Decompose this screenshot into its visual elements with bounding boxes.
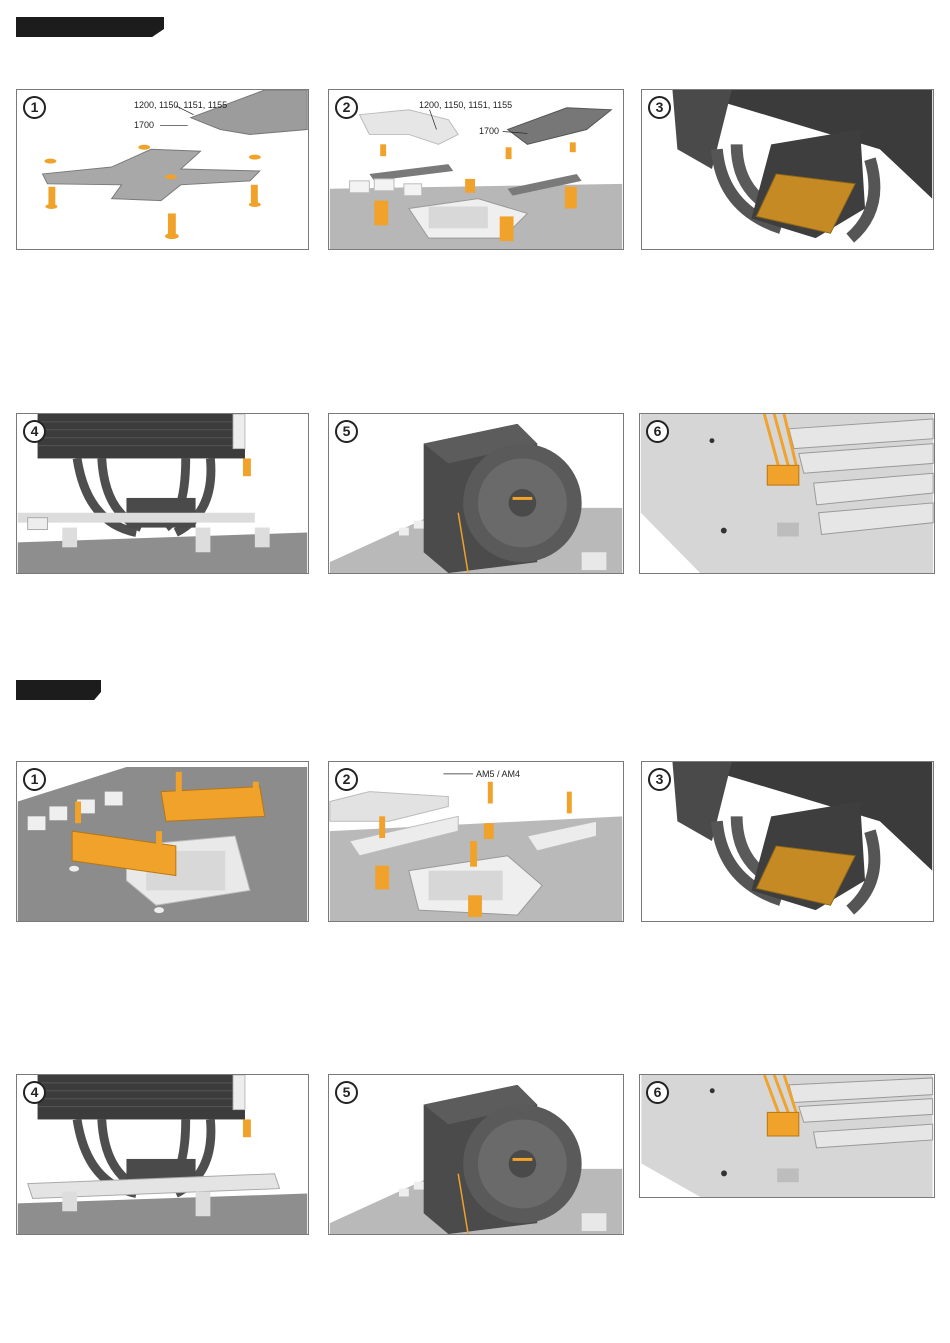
- intel-section-tab: [16, 17, 164, 37]
- intel-step-6-illustration: [640, 414, 934, 573]
- amd-step-1-badge: 1: [23, 768, 46, 791]
- intel-step-2-label-1700: 1700: [479, 126, 499, 136]
- intel-step-2-badge: 2: [335, 96, 358, 119]
- intel-step-2-label-socket: 1200, 1150, 1151, 1155: [419, 100, 512, 110]
- intel-step-5-panel: 5: [328, 413, 624, 574]
- intel-step-5-illustration: [329, 414, 623, 573]
- intel-step-6-panel: 6: [639, 413, 935, 574]
- amd-step-1-panel: 1: [16, 761, 309, 922]
- amd-step-6-illustration: [640, 1075, 934, 1197]
- amd-step-2-badge: 2: [335, 768, 358, 791]
- intel-step-6-badge: 6: [646, 420, 669, 443]
- amd-step-2-illustration: [329, 762, 623, 921]
- intel-step-1-label-1700: 1700: [134, 120, 154, 130]
- intel-step-1-illustration: [17, 90, 308, 249]
- amd-section-tab: [16, 680, 101, 700]
- amd-step-5-badge: 5: [335, 1081, 358, 1104]
- intel-step-4-badge: 4: [23, 420, 46, 443]
- amd-step-2-label-socket: AM5 / AM4: [476, 769, 520, 779]
- intel-step-2-panel: 2 1200, 1150, 1151, 1155 1700: [328, 89, 624, 250]
- amd-step-6-badge: 6: [646, 1081, 669, 1104]
- amd-step-3-illustration: [642, 762, 933, 921]
- amd-step-5-illustration: [329, 1075, 623, 1234]
- intel-step-1-label-socket: 1200, 1150, 1151, 1155: [134, 100, 227, 110]
- intel-step-4-illustration: [17, 414, 308, 573]
- intel-step-3-badge: 3: [648, 96, 671, 119]
- amd-step-5-panel: 5: [328, 1074, 624, 1235]
- intel-step-1-panel: 1 1200, 1150, 1151, 1155 1700: [16, 89, 309, 250]
- amd-step-4-panel: 4: [16, 1074, 309, 1235]
- intel-step-5-badge: 5: [335, 420, 358, 443]
- intel-step-2-illustration: [329, 90, 623, 249]
- amd-step-2-panel: 2 AM5 / AM4: [328, 761, 624, 922]
- intel-step-3-illustration: [642, 90, 933, 249]
- amd-step-1-illustration: [17, 762, 308, 921]
- amd-step-4-illustration: [17, 1075, 308, 1234]
- amd-step-3-panel: 3: [641, 761, 934, 922]
- intel-step-4-panel: 4: [16, 413, 309, 574]
- intel-step-1-badge: 1: [23, 96, 46, 119]
- intel-step-3-panel: 3: [641, 89, 934, 250]
- amd-step-4-badge: 4: [23, 1081, 46, 1104]
- amd-step-3-badge: 3: [648, 768, 671, 791]
- amd-step-6-panel: 6: [639, 1074, 935, 1198]
